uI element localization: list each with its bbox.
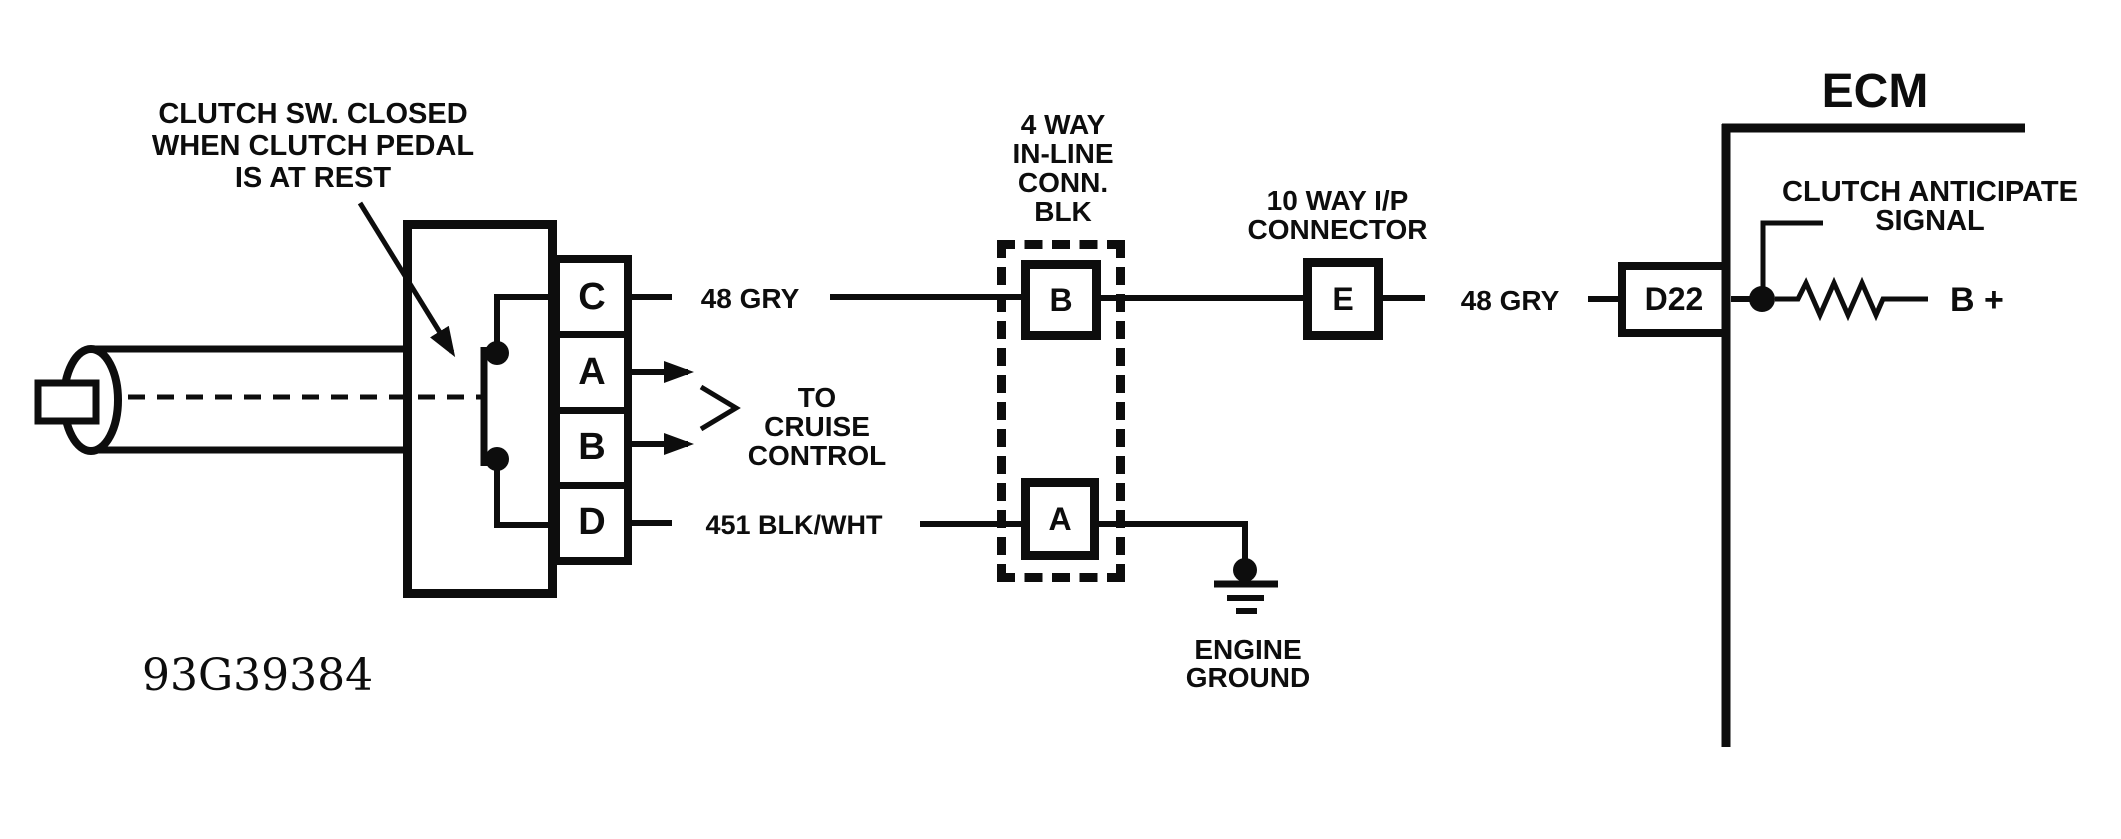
cruise-line-3: CONTROL (747, 440, 887, 471)
note-line-3: IS AT REST (234, 162, 392, 194)
switch-housing (403, 220, 557, 598)
note-line-1: CLUTCH SW. CLOSED (158, 98, 468, 130)
anticipate-line-1: CLUTCH ANTICIPATE (1782, 176, 2078, 208)
inline-connector-label: 4 WAY IN-LINE CONN. BLK (998, 110, 1128, 226)
switch-terminal-c: C (560, 263, 624, 339)
bplus-label: B + (1950, 281, 2004, 319)
junction-dot (1749, 286, 1775, 312)
note-line-2: WHEN CLUTCH PEDAL (151, 130, 475, 162)
inline-label-line-2: IN-LINE (1012, 138, 1114, 169)
shaft-end-tab (34, 379, 100, 425)
wire-label-451-blkwht: 451 BLK/WHT (705, 510, 883, 540)
wire-label-48gry-left: 48 GRY (700, 283, 800, 314)
ip-label-line-1: 10 WAY I/P (1266, 185, 1409, 216)
resistor-symbol (1775, 276, 1928, 322)
cruise-line-2: CRUISE (764, 411, 870, 442)
part-number: 93G39384 (142, 650, 374, 701)
clutch-switch-note: CLUTCH SW. CLOSED WHEN CLUTCH PEDAL IS A… (118, 98, 508, 194)
ecm-pin-d22: D22 (1618, 262, 1730, 337)
engine-ground-line-2: GROUND (1185, 662, 1311, 693)
cruise-control-label: TO CRUISE CONTROL (737, 383, 897, 470)
inline-connector-dashed-box (997, 240, 1125, 582)
inline-label-line-3: CONN. (1017, 167, 1109, 198)
ip-label-line-2: CONNECTOR (1247, 214, 1428, 245)
ground-dot (1233, 558, 1257, 582)
clutch-anticipate-label: CLUTCH ANTICIPATE SIGNAL (1765, 178, 2095, 236)
ip-connector-label: 10 WAY I/P CONNECTOR (1245, 186, 1430, 244)
switch-terminal-d: D (578, 501, 606, 544)
inline-terminal-b: B (1021, 260, 1101, 340)
ecm-title: ECM (1821, 65, 1929, 118)
ground-symbol (1214, 558, 1278, 614)
shaft-end-ellipse (60, 345, 122, 455)
switch-terminal-column: C A B D (552, 255, 632, 565)
cruise-merge-chevron (699, 384, 741, 432)
wire-label-48gry-right: 48 GRY (1460, 285, 1560, 316)
anticipate-line-2: SIGNAL (1875, 205, 1985, 237)
engine-ground-line-1: ENGINE (1194, 634, 1302, 665)
inline-label-line-1: 4 WAY (1020, 109, 1106, 140)
inline-terminal-a: A (1021, 478, 1099, 560)
ip-terminal-e: E (1303, 258, 1383, 340)
switch-terminal-a: A (560, 338, 624, 414)
engine-ground-label: ENGINE GROUND (1160, 636, 1336, 692)
switch-terminal-b: B (560, 414, 624, 489)
inline-label-line-4: BLK (1034, 196, 1092, 227)
cruise-line-1: TO (797, 382, 837, 413)
